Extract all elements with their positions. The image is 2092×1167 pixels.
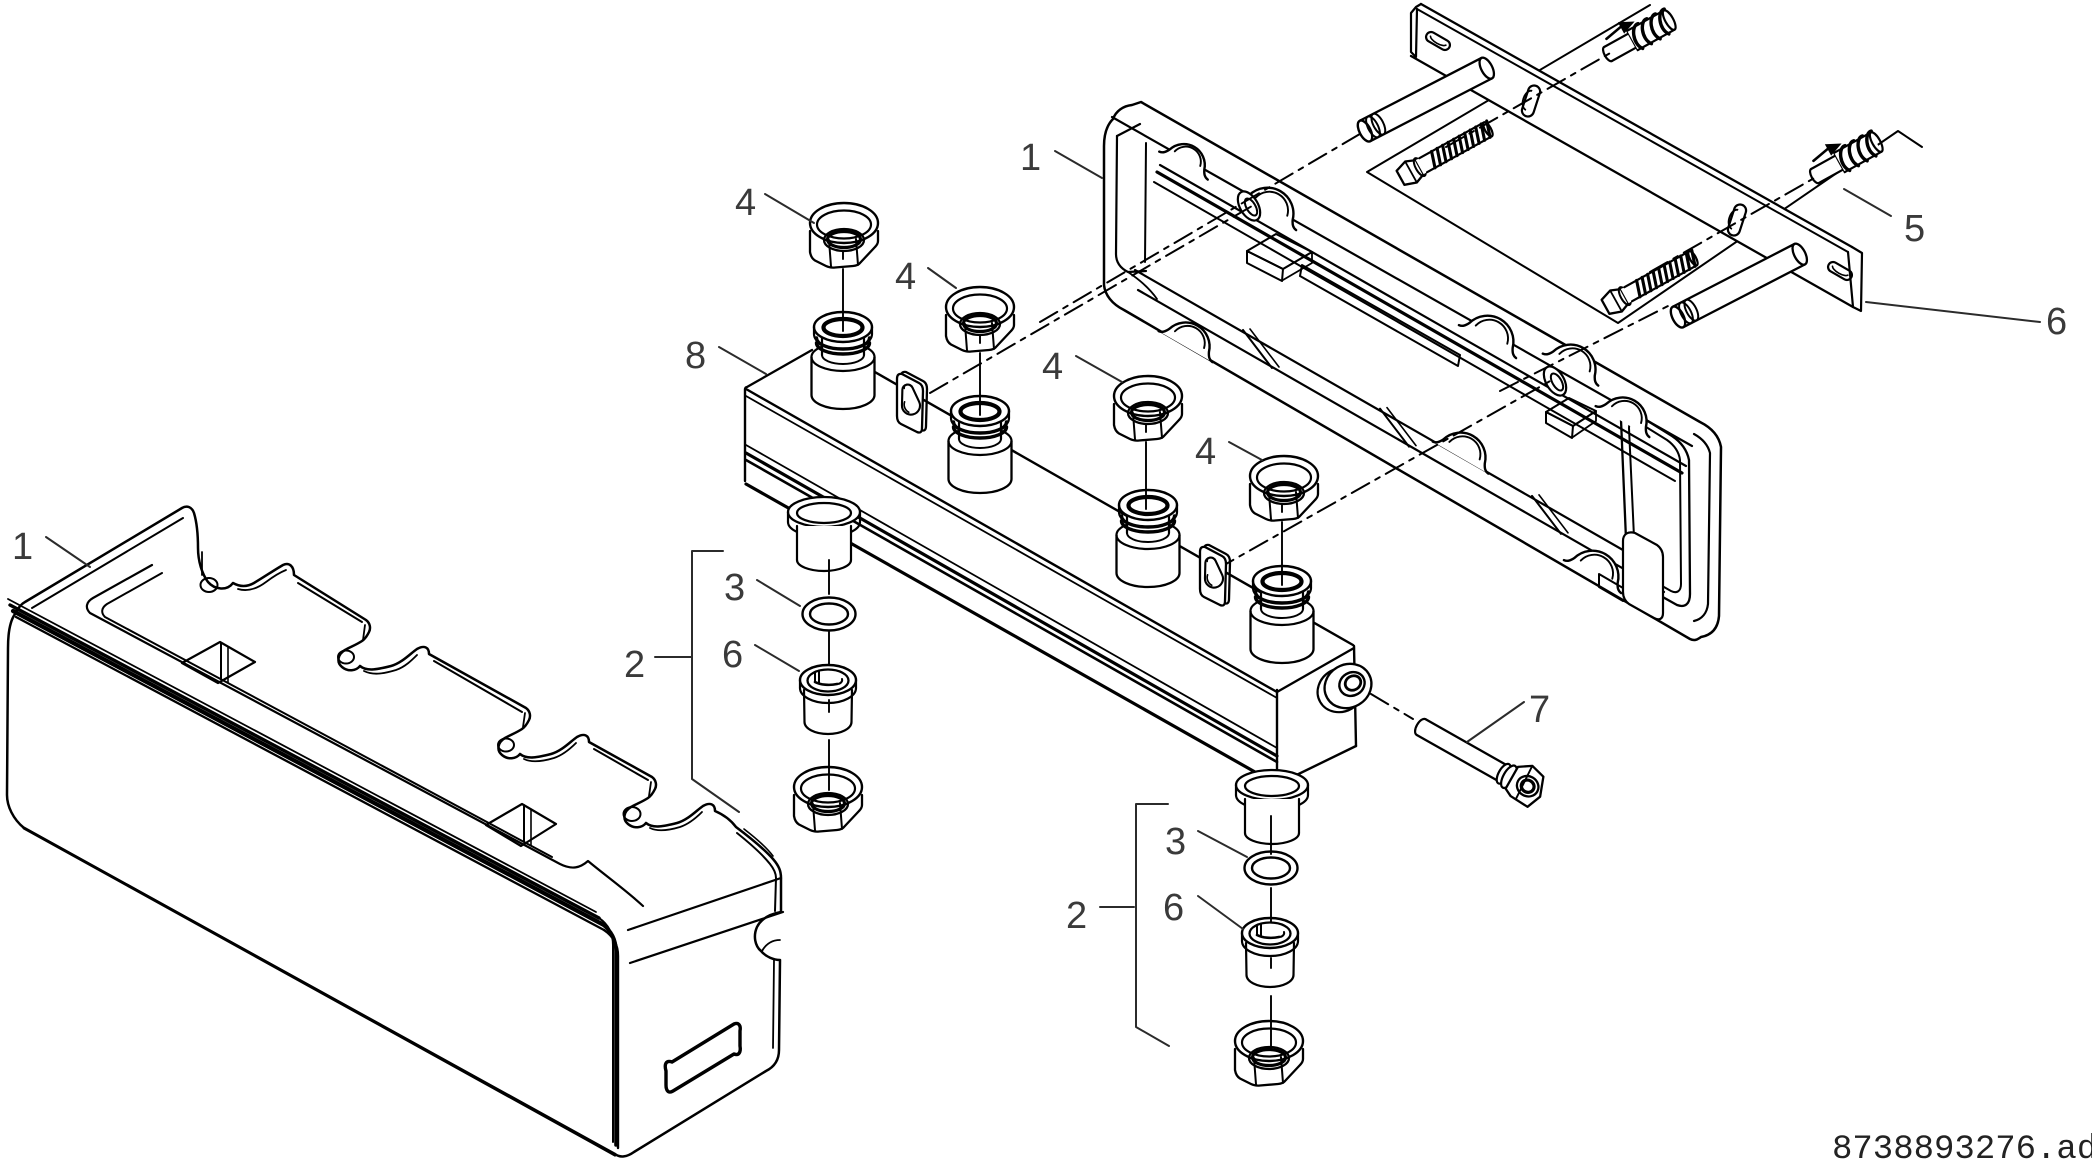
svg-text:4: 4 (1195, 431, 1216, 473)
svg-text:3: 3 (1165, 821, 1186, 863)
svg-text:1: 1 (1020, 137, 1041, 179)
svg-text:1: 1 (12, 526, 33, 568)
svg-text:5: 5 (1904, 208, 1925, 250)
svg-text:2: 2 (1066, 895, 1087, 937)
svg-text:6: 6 (1163, 887, 1184, 929)
svg-text:4: 4 (1042, 346, 1063, 388)
svg-text:2: 2 (624, 644, 645, 686)
svg-text:6: 6 (2046, 301, 2067, 343)
svg-text:8738893276.ad: 8738893276.ad (1832, 1131, 2092, 1167)
svg-text:8: 8 (685, 335, 706, 377)
svg-text:4: 4 (735, 182, 756, 224)
svg-text:3: 3 (724, 567, 745, 609)
svg-text:4: 4 (895, 256, 916, 298)
svg-text:6: 6 (722, 634, 743, 676)
svg-text:7: 7 (1529, 689, 1550, 731)
